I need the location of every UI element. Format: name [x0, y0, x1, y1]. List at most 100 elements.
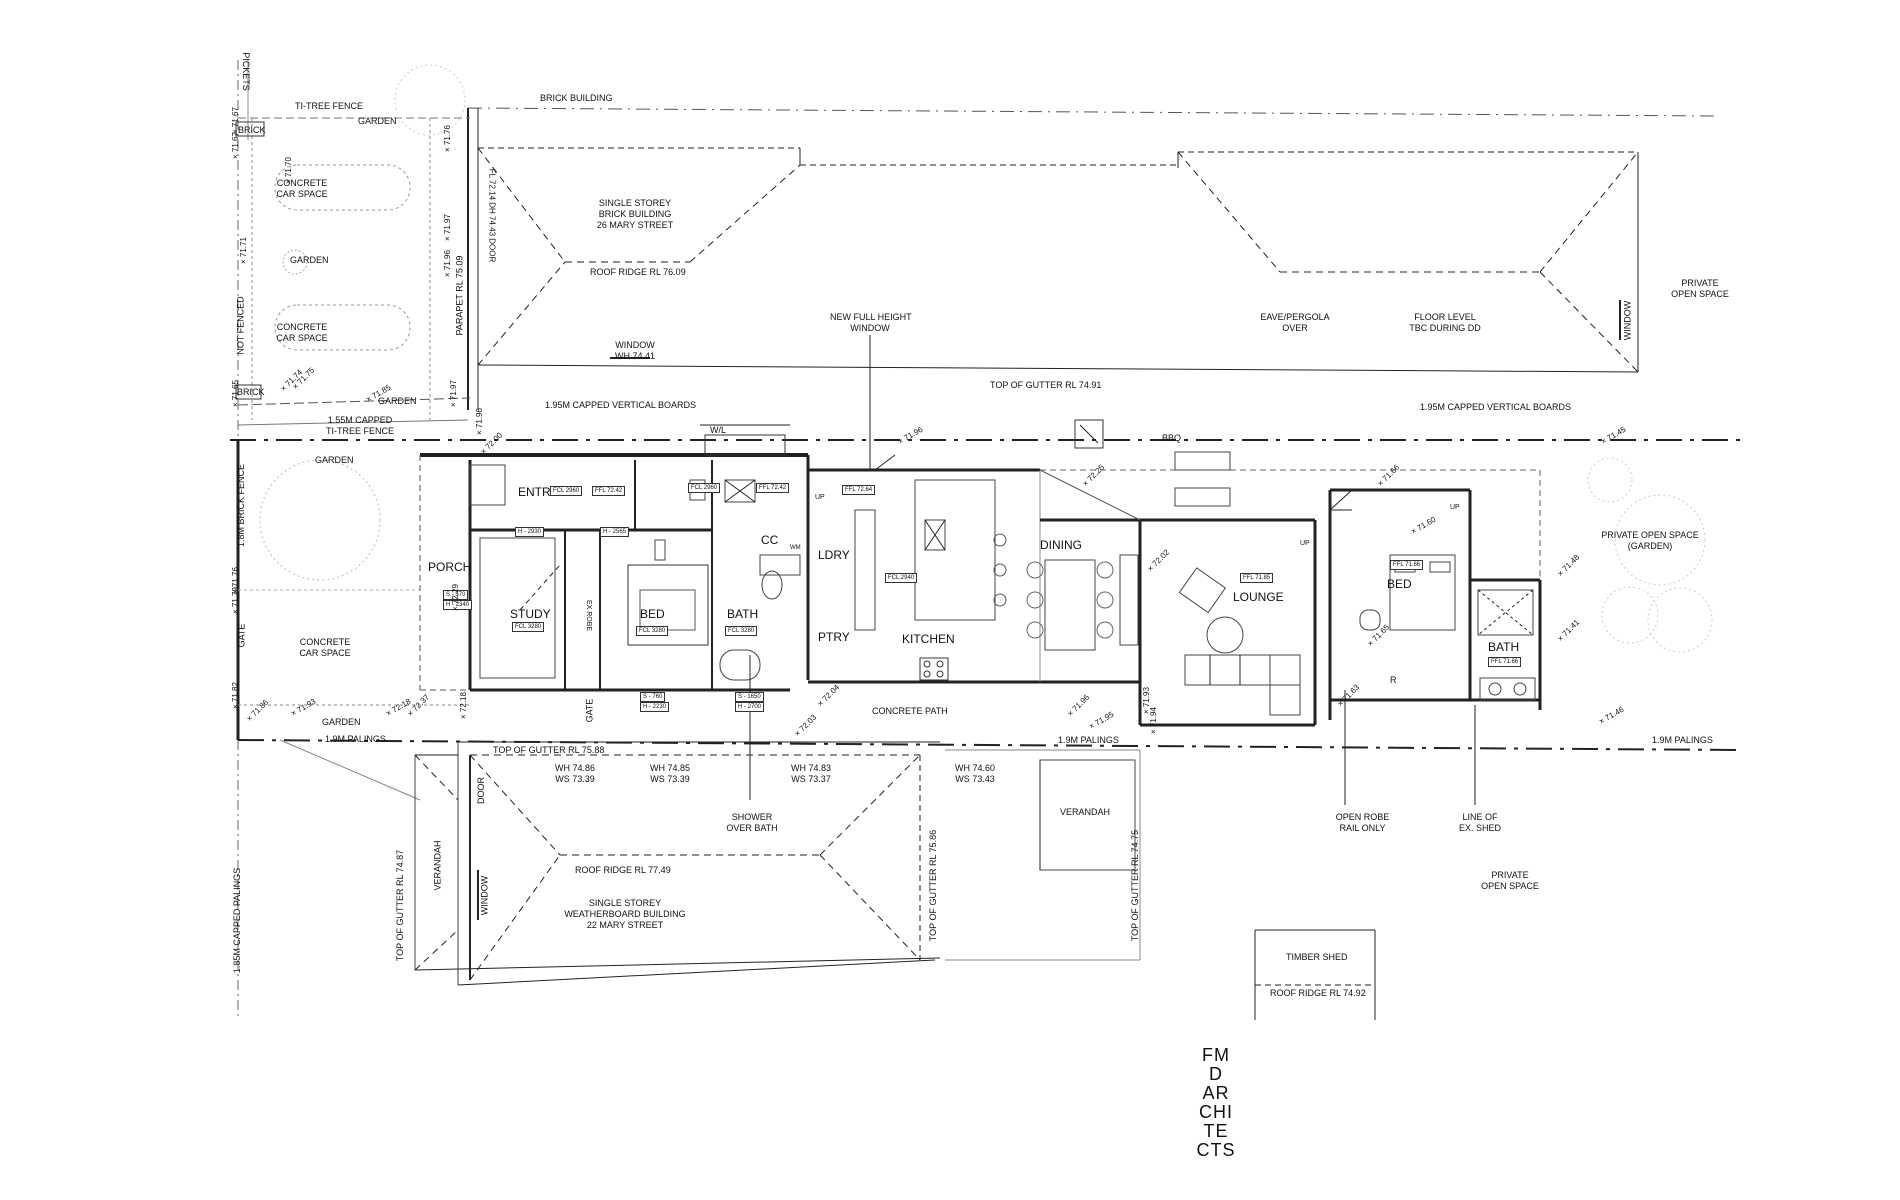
label-concrete-car-1: CONCRETE CAR SPACE [262, 178, 342, 200]
label-capped-ti-tree: 1.55m CAPPED TI-TREE FENCE [320, 415, 400, 437]
south-neighbour-building [414, 741, 1141, 986]
tag-s-1650: S - 1650 [735, 692, 764, 702]
label-new-window: NEW FULL HEIGHT WINDOW [830, 312, 912, 334]
room-study: STUDY [510, 607, 551, 621]
room-lounge: LOUNGE [1233, 590, 1284, 604]
room-bath-2: BATH [1488, 640, 1520, 654]
firm-logo-line: D [1209, 1064, 1223, 1084]
label-line: TI-TREE FENCE [325, 426, 394, 436]
label-line: SHOWER [731, 812, 773, 822]
label-line: BRICK BUILDING [598, 209, 672, 219]
label-top-gutter-sw: TOP OF GUTTER RL 74.87 [395, 849, 406, 962]
label-timber-shed: TIMBER SHED [1286, 952, 1348, 962]
label-line: OPEN SPACE [1481, 881, 1539, 891]
spot-level: × 71.97 [442, 214, 452, 241]
label-line: OVER [1282, 323, 1308, 333]
firm-logo-line: CTS [1196, 1140, 1236, 1160]
label-line: CONCRETE [299, 637, 351, 647]
label-line: RAIL ONLY [1339, 823, 1386, 833]
label-brick-building: BRICK BUILDING [540, 93, 613, 103]
room-cc: CC [761, 533, 779, 547]
label-line-ex-shed: LINE OF EX. SHED [1450, 812, 1510, 834]
label-line: WH 74.85 [649, 763, 691, 773]
label-line: (GARDEN) [1627, 541, 1673, 551]
firm-logo-line: CHI [1199, 1102, 1233, 1122]
spot-level: × 71.97 [448, 380, 458, 407]
label-line: WH 74.60 [954, 763, 996, 773]
label-gate-left: GATE [236, 623, 247, 648]
label-line: NEW FULL HEIGHT [830, 312, 912, 322]
label-line: OVER BATH [726, 823, 778, 833]
label-concrete-car-3: CONCRETE CAR SPACE [285, 637, 365, 659]
label-private-os-se: PRIVATE OPEN SPACE [1470, 870, 1550, 892]
label-line: EX. SHED [1458, 823, 1501, 833]
label-concrete-car-2: CONCRETE CAR SPACE [262, 322, 342, 344]
label-gate-side: GATE [584, 698, 595, 723]
label-door-south: DOOR [476, 777, 486, 804]
spot-level: × 72.29 [450, 584, 460, 611]
label-parapet: PARAPET RL 75.09 [454, 255, 465, 336]
label-garden-front: GARDEN [315, 455, 354, 465]
label-line: WS 73.43 [955, 774, 995, 784]
label-line: WS 73.39 [650, 774, 690, 784]
label-palings-mid: 1.9m PALINGS [1058, 735, 1119, 745]
label-window-south: WINDOW [479, 875, 490, 916]
label-line: OPEN ROBE [1335, 812, 1390, 822]
room-ldry: LDRY [818, 548, 850, 562]
label-top-gutter-north: TOP OF GUTTER RL 74.91 [990, 380, 1102, 390]
label-pickets: PICKETS [240, 52, 251, 91]
label-line: CAR SPACE [276, 333, 328, 343]
room-ptry: PTRY [818, 630, 850, 644]
room-bed-2: BED [1387, 577, 1412, 591]
tag-porch-h: H - 2340 [443, 600, 473, 610]
label-shower-over-bath: SHOWER OVER BATH [722, 812, 782, 834]
label-wh-1: WH 74.86 WS 73.39 [550, 763, 600, 785]
label-wh-2: WH 74.85 WS 73.39 [645, 763, 695, 785]
label-line: PRIVATE [1491, 870, 1529, 880]
label-window-north: WINDOW WH 74.41 [610, 340, 660, 362]
label-top-gutter-s2: TOP OF GUTTER RL 75.86 [928, 829, 939, 942]
tag-bed-fcl: FCL 3280 [636, 626, 669, 636]
room-entry: ENTRY [518, 485, 559, 499]
label-top-gutter-south: TOP OF GUTTER RL 75.88 [493, 745, 605, 755]
spot-level: × 71.65 [230, 380, 240, 407]
label-capped-palings: 1.85m CAPPED PALINGS [232, 867, 243, 974]
label-line: WH 74.83 [790, 763, 832, 773]
label-bbq: BBQ [1162, 433, 1182, 443]
label-roof-ridge-south: ROOF RIDGE RL 77.49 [575, 865, 671, 875]
tag-lounge-ffl: FFL 71.85 [1240, 573, 1274, 583]
firm-logo-line: AR [1202, 1083, 1230, 1103]
tag-study-fcl: FCL 3280 [512, 622, 545, 632]
label-not-fenced: NOT FENCED [235, 296, 246, 355]
label-line: OPEN SPACE [1671, 289, 1729, 299]
spot-level: × 71.94 [1148, 707, 1158, 734]
label-brick-2: BRICK [237, 387, 265, 397]
label-roof-ridge-north: ROOF RIDGE RL 76.09 [590, 267, 686, 277]
label-line: SINGLE STOREY [598, 198, 672, 208]
tag-entry-fcl: FCL 2960 [550, 486, 583, 496]
tag-bed2-ffl: FFL 71.66 [1390, 560, 1424, 570]
label-capped-boards-east: 1.95m CAPPED VERTICAL BOARDS [1420, 402, 1572, 412]
label-line: TBC DURING DD [1409, 323, 1481, 333]
label-private-open-space-ne: PRIVATE OPEN SPACE [1660, 278, 1740, 300]
label-wh-4: WH 74.60 WS 73.43 [950, 763, 1000, 785]
label-line: WEATHERBOARD BUILDING [564, 909, 686, 919]
label-palings-right: 1.9m PALINGS [1652, 735, 1713, 745]
label-garden-bottom: GARDEN [322, 717, 361, 727]
label-line: SINGLE STOREY [588, 898, 662, 908]
label-line: CONCRETE [276, 178, 328, 188]
label-top-gutter-s3: TOP OF GUTTER RL 74.75 [1130, 829, 1141, 942]
label-garden-mid: GARDEN [290, 255, 329, 265]
label-line: 26 MARY STREET [596, 220, 674, 230]
trees [1587, 457, 1713, 653]
label-palings-left: 1.9m PALINGS [325, 734, 386, 744]
label-line: WS 73.37 [791, 774, 831, 784]
tag-porch-s: S - 570 [443, 590, 469, 600]
tag-kitchen-fcl: FCL 2940 [885, 573, 918, 583]
label-line: WINDOW [850, 323, 890, 333]
spot-level: × 71.67 [230, 132, 240, 159]
label-open-robe: OPEN ROBE RAIL ONLY [1330, 812, 1395, 834]
label-line: FLOOR LEVEL [1414, 312, 1476, 322]
tag-ldry-ffl: FFL 72.64 [842, 485, 876, 495]
